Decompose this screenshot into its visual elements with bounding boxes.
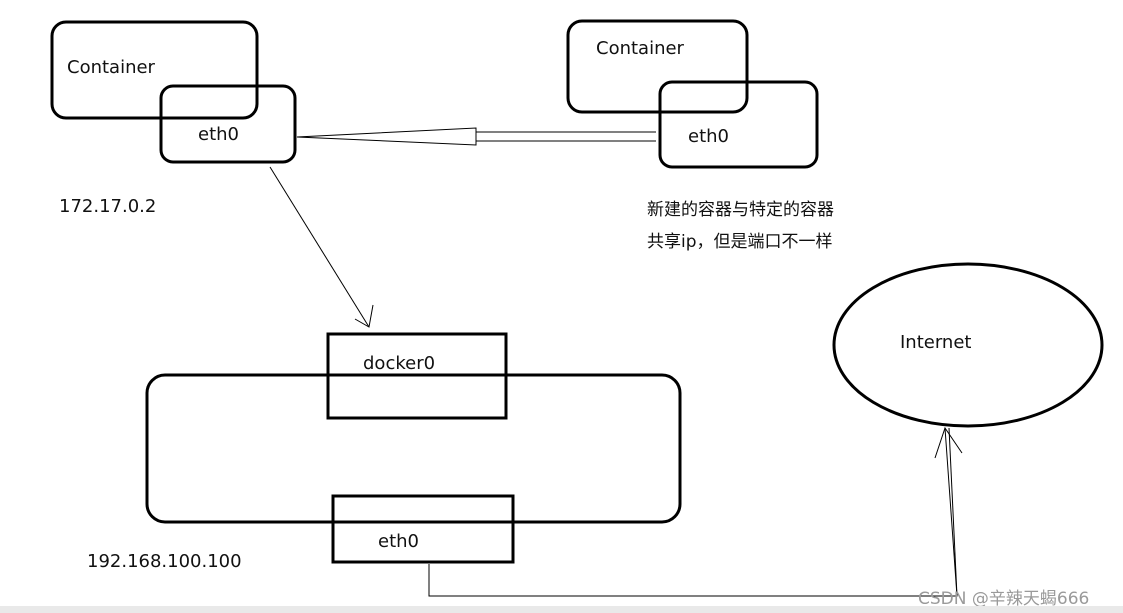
eth0-label-host: eth0: [378, 531, 419, 552]
bottom-strip: [0, 606, 1123, 613]
docker0-label: docker0: [363, 353, 436, 374]
eth0-to-docker0-arrow: [269, 166, 374, 328]
host-to-internet-link: [428, 426, 963, 597]
watermark: CSDN @辛辣天蝎666: [918, 589, 1090, 609]
container-box-left: [50, 20, 259, 120]
container-label-left: Container: [67, 57, 155, 78]
container-box-right: [566, 19, 749, 114]
eth0-label-right: eth0: [688, 126, 729, 147]
container-label-right: Container: [596, 38, 684, 59]
eth0-label-left: eth0: [198, 124, 239, 145]
eth0-box-right: [658, 80, 819, 169]
docker0-box: [326, 332, 508, 420]
ip-label-container: 172.17.0.2: [59, 196, 157, 217]
eth0-box-left: [159, 84, 297, 164]
ip-label-host: 192.168.100.100: [87, 551, 242, 572]
eth0-host-box: [331, 494, 515, 564]
share-ip-arrow: [296, 127, 656, 146]
internet-ellipse: [832, 262, 1104, 428]
share-ip-annotation: 新建的容器与特定的容器共享ip，但是端口不一样: [647, 200, 834, 252]
internet-label: Internet: [900, 332, 972, 353]
host-box: [145, 373, 682, 524]
